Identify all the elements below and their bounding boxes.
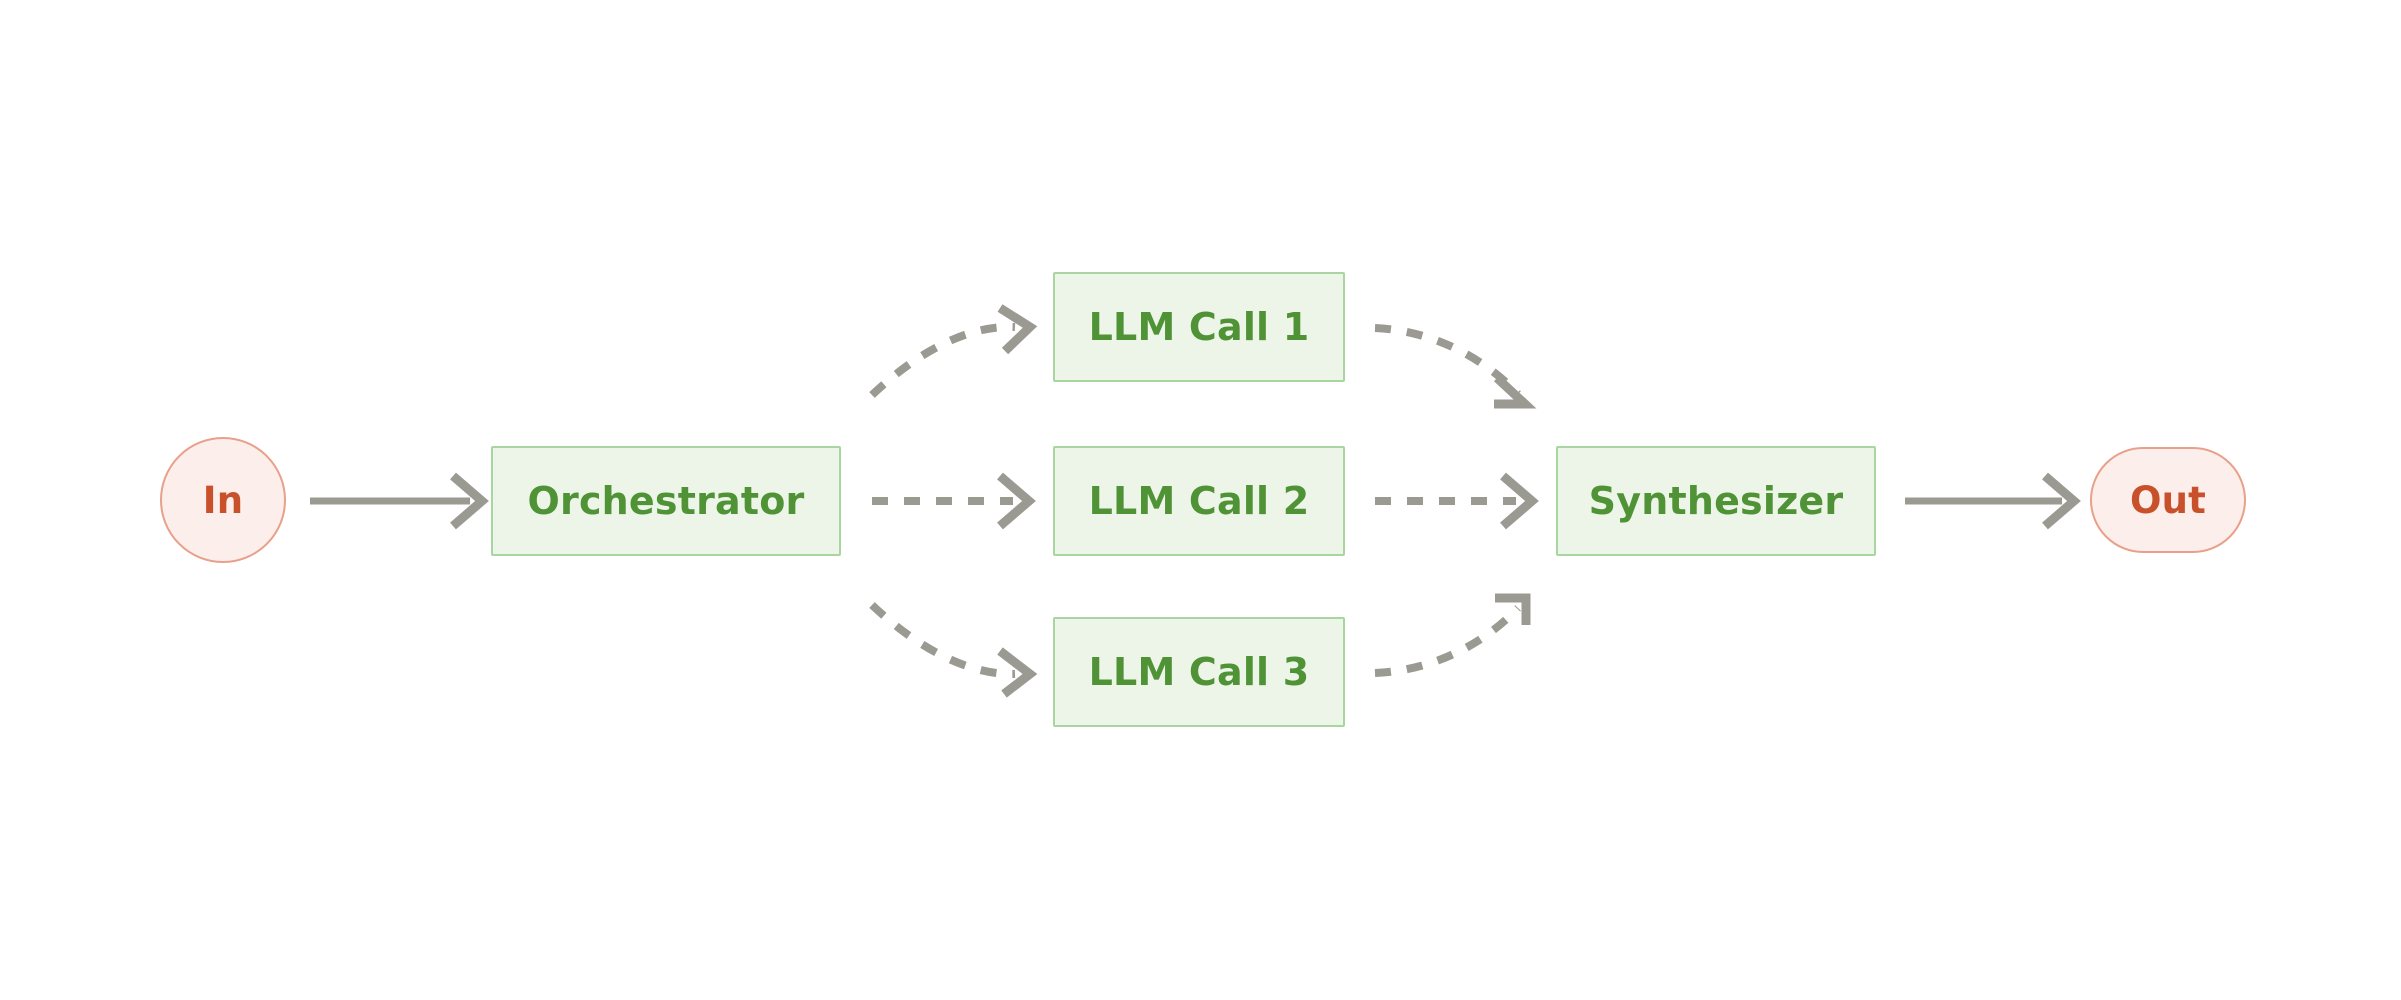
node-out-label: Out [2129,478,2207,522]
node-llm-call-3-label: LLM Call 3 [1088,650,1310,694]
node-llm-call-3[interactable]: LLM Call 3 [1053,617,1345,727]
edge-llm2-to-synthesizer [1375,472,1539,530]
node-llm-call-1-label: LLM Call 1 [1088,305,1310,349]
node-synthesizer-label: Synthesizer [1588,479,1844,523]
node-synthesizer[interactable]: Synthesizer [1556,446,1876,556]
edge-orchestrator-to-llm2 [872,472,1036,530]
node-llm-call-1[interactable]: LLM Call 1 [1053,272,1345,382]
node-in[interactable]: In [160,437,286,563]
edge-orchestrator-to-llm1 [869,304,1038,398]
node-orchestrator-label: Orchestrator [527,479,805,523]
edge-llm1-to-synthesizer [1374,324,1537,409]
edge-llm3-to-synthesizer [1374,593,1531,677]
node-llm-call-2[interactable]: LLM Call 2 [1053,446,1345,556]
edge-orchestrator-to-llm3 [869,602,1038,698]
node-orchestrator[interactable]: Orchestrator [491,446,841,556]
edge-in-to-orchestrator [310,472,489,530]
node-out[interactable]: Out [2090,447,2246,553]
edge-synthesizer-to-out [1905,472,2081,530]
node-in-label: In [202,478,244,522]
node-llm-call-2-label: LLM Call 2 [1088,479,1310,523]
